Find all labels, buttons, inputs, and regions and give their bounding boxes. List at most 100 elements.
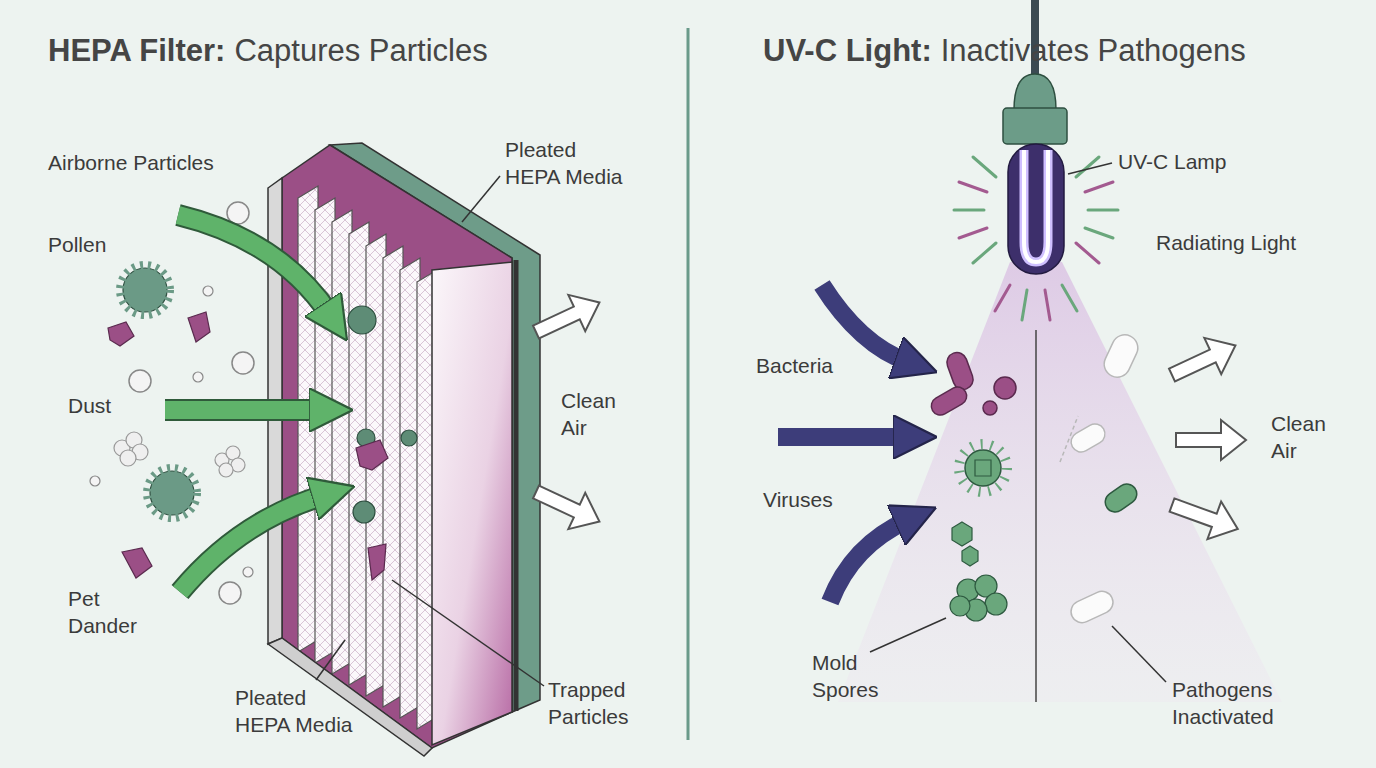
pathogen-arrow xyxy=(822,285,908,362)
light-rays xyxy=(954,209,984,212)
light-cone xyxy=(838,262,1282,702)
clean-air-arrow xyxy=(1164,327,1244,393)
inactivated-pathogens xyxy=(1101,480,1140,516)
pathogen-arrow xyxy=(778,285,908,602)
panel-title: HEPA Filter: xyxy=(48,32,225,70)
leader-line xyxy=(462,176,500,222)
active-pathogens xyxy=(928,350,1016,621)
active-pathogens xyxy=(975,460,991,476)
active-pathogens xyxy=(965,450,1001,486)
active-pathogens xyxy=(962,546,978,566)
leader-line xyxy=(316,176,544,686)
inactivated-pathogens xyxy=(1100,331,1142,382)
light-rays xyxy=(1076,243,1099,263)
active-pathogens xyxy=(994,377,1016,399)
active-pathogens xyxy=(985,593,1007,615)
active-pathogens xyxy=(959,444,1007,492)
trapped-particles xyxy=(348,306,376,334)
part-label: Pleated HEPA Media xyxy=(235,684,363,738)
airborne-particles xyxy=(120,265,170,315)
clean-air-arrow xyxy=(528,474,608,540)
particle-label: Pet Dander xyxy=(68,585,137,639)
light-rays xyxy=(973,243,996,263)
trapped-particles xyxy=(356,440,388,470)
uv-c-lamp xyxy=(1024,150,1048,262)
inactivated-pathogens xyxy=(1067,588,1116,627)
part-label: Radiating Light xyxy=(1156,229,1296,256)
airborne-particles xyxy=(129,370,151,392)
clean-air-arrow xyxy=(1164,327,1246,547)
panel-subtitle: Captures Particles xyxy=(234,32,487,70)
airborne-particles xyxy=(108,322,134,346)
inactivated-pathogens xyxy=(1060,331,1142,627)
airborne-particles xyxy=(114,432,245,477)
part-label: Pleated HEPA Media xyxy=(505,136,633,190)
airborne-particles xyxy=(188,312,210,342)
airborne-particles xyxy=(120,450,136,466)
output-label: Clean Air xyxy=(561,387,616,441)
particle-label: Pollen xyxy=(48,231,106,258)
result-label: Pathogens Inactivated xyxy=(1172,676,1274,730)
pathogen-label: Bacteria xyxy=(756,352,833,379)
panel-divider xyxy=(687,28,690,740)
part-label: Trapped Particles xyxy=(548,676,629,730)
light-rays xyxy=(1085,228,1113,238)
airflow-arrow xyxy=(165,399,322,421)
clean-air-arrow xyxy=(1165,486,1244,548)
airflow-arrow xyxy=(180,495,325,592)
active-pathogens xyxy=(950,596,970,616)
light-rays xyxy=(954,157,1118,320)
output-label: Clean Air xyxy=(1271,410,1326,464)
airborne-particles xyxy=(219,582,241,604)
light-rays xyxy=(995,285,1010,311)
trapped-particles xyxy=(353,501,375,523)
airborne-particles xyxy=(232,352,254,374)
leader-line xyxy=(316,640,345,680)
particle-label: Airborne Particles xyxy=(48,149,214,176)
uv-c-lamp xyxy=(1003,108,1067,144)
particle-label: Dust xyxy=(68,392,111,419)
panel-title: UV-C Light: xyxy=(763,32,932,70)
pathogen-arrow xyxy=(778,428,906,446)
airborne-particles xyxy=(90,476,100,486)
trapped-particles xyxy=(401,430,417,446)
leader-line xyxy=(1112,626,1166,682)
light-rays xyxy=(1045,290,1050,320)
airborne-particles xyxy=(203,286,213,296)
airborne-particles xyxy=(147,468,197,518)
clean-air-arrow xyxy=(1176,420,1246,460)
airflow-arrow xyxy=(178,215,330,315)
active-pathogens xyxy=(950,575,1007,621)
airflow-arrow xyxy=(165,401,322,419)
clean-air-arrow xyxy=(528,284,608,350)
trapped-particles xyxy=(368,544,386,580)
hepa-filter xyxy=(432,262,512,745)
active-pathogens xyxy=(952,522,972,546)
cone-divider xyxy=(1035,330,1037,702)
active-pathogens xyxy=(944,350,976,393)
airflow-arrow xyxy=(165,215,330,592)
hepa-filter xyxy=(268,143,540,756)
light-rays xyxy=(959,182,987,192)
pathogen-label: Viruses xyxy=(763,486,833,513)
panel-subtitle: Inactivates Pathogens xyxy=(941,32,1246,70)
light-rays xyxy=(1085,182,1113,192)
active-pathogens xyxy=(983,401,997,415)
uv-c-lamp xyxy=(1024,150,1048,262)
airborne-particles xyxy=(219,463,233,477)
light-rays xyxy=(1088,209,1118,212)
uv-c-lamp xyxy=(1008,144,1064,274)
pathogen-label: Mold Spores xyxy=(812,649,879,703)
inactivated-pathogens xyxy=(1060,416,1078,462)
trapped-particles xyxy=(348,306,417,580)
airflow-arrow xyxy=(180,495,325,592)
leader-line xyxy=(870,618,946,652)
airborne-particles xyxy=(243,567,253,577)
uv-c-lamp xyxy=(1014,74,1056,110)
airborne-particles xyxy=(122,548,152,578)
light-rays xyxy=(973,157,996,177)
airflow-arrow xyxy=(178,215,330,315)
light-rays xyxy=(1062,285,1077,311)
